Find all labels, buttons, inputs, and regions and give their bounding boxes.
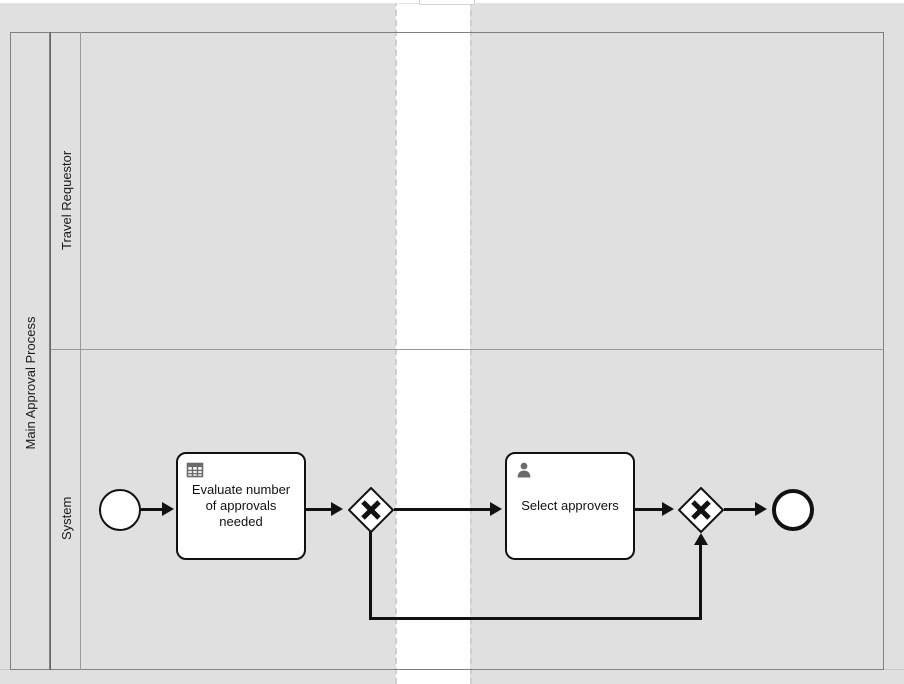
sequence-flow-bypass-arrowhead — [694, 533, 708, 545]
exclusive-gateway-merge[interactable] — [677, 486, 725, 534]
user-person-icon — [515, 461, 533, 479]
exclusive-gateway-approvals-check[interactable] — [347, 486, 395, 534]
end-event[interactable] — [772, 489, 814, 531]
page-gap-band — [396, 0, 470, 684]
business-rule-table-icon — [186, 461, 204, 479]
sequence-flow-evaluate-to-gateway[interactable] — [306, 508, 332, 511]
sequence-flow-evaluate-to-gateway-arrowhead — [331, 502, 343, 516]
start-event[interactable] — [99, 489, 141, 531]
sequence-flow-gateway-to-select[interactable] — [394, 508, 491, 511]
sequence-flow-bypass-segment-down[interactable] — [369, 530, 372, 620]
sequence-flow-start-to-evaluate[interactable] — [141, 508, 164, 511]
lane-system[interactable]: System — [50, 350, 884, 670]
page-background-right — [470, 0, 904, 684]
sequence-flow-bypass-segment-up[interactable] — [699, 545, 702, 620]
pool-label: Main Approval Process — [22, 316, 38, 450]
lane-label-travel-requestor: Travel Requestor — [58, 150, 74, 250]
sequence-flow-select-to-merge-arrowhead — [662, 502, 674, 516]
lane-travel-requestor[interactable]: Travel Requestor — [50, 32, 884, 350]
pool-main-approval-process[interactable] — [10, 32, 884, 670]
task-label-select-approvers: Select approvers — [521, 498, 619, 513]
sequence-flow-bypass-segment-across[interactable] — [369, 617, 702, 620]
page-break-guide-left — [395, 0, 397, 684]
task-label-evaluate: Evaluate number of approvals needed — [191, 482, 291, 529]
page-break-guide-right — [470, 0, 472, 684]
sequence-flow-select-to-merge[interactable] — [635, 508, 663, 511]
sequence-flow-merge-to-end[interactable] — [724, 508, 756, 511]
canvas-top-stub — [419, 0, 475, 5]
lane-header-band-system[interactable]: System — [51, 350, 81, 670]
sequence-flow-merge-to-end-arrowhead — [755, 502, 767, 516]
task-evaluate-number-of-approvals-needed[interactable]: Evaluate number of approvals needed — [176, 452, 306, 560]
task-select-approvers[interactable]: Select approvers — [505, 452, 635, 560]
pool-header-band[interactable] — [10, 32, 50, 670]
page-background-left — [0, 0, 396, 684]
lane-label-system: System — [58, 496, 74, 540]
sequence-flow-gateway-to-select-arrowhead — [490, 502, 502, 516]
sequence-flow-start-to-evaluate-arrowhead — [162, 502, 174, 516]
lane-header-band-travel-requestor[interactable]: Travel Requestor — [51, 32, 81, 349]
